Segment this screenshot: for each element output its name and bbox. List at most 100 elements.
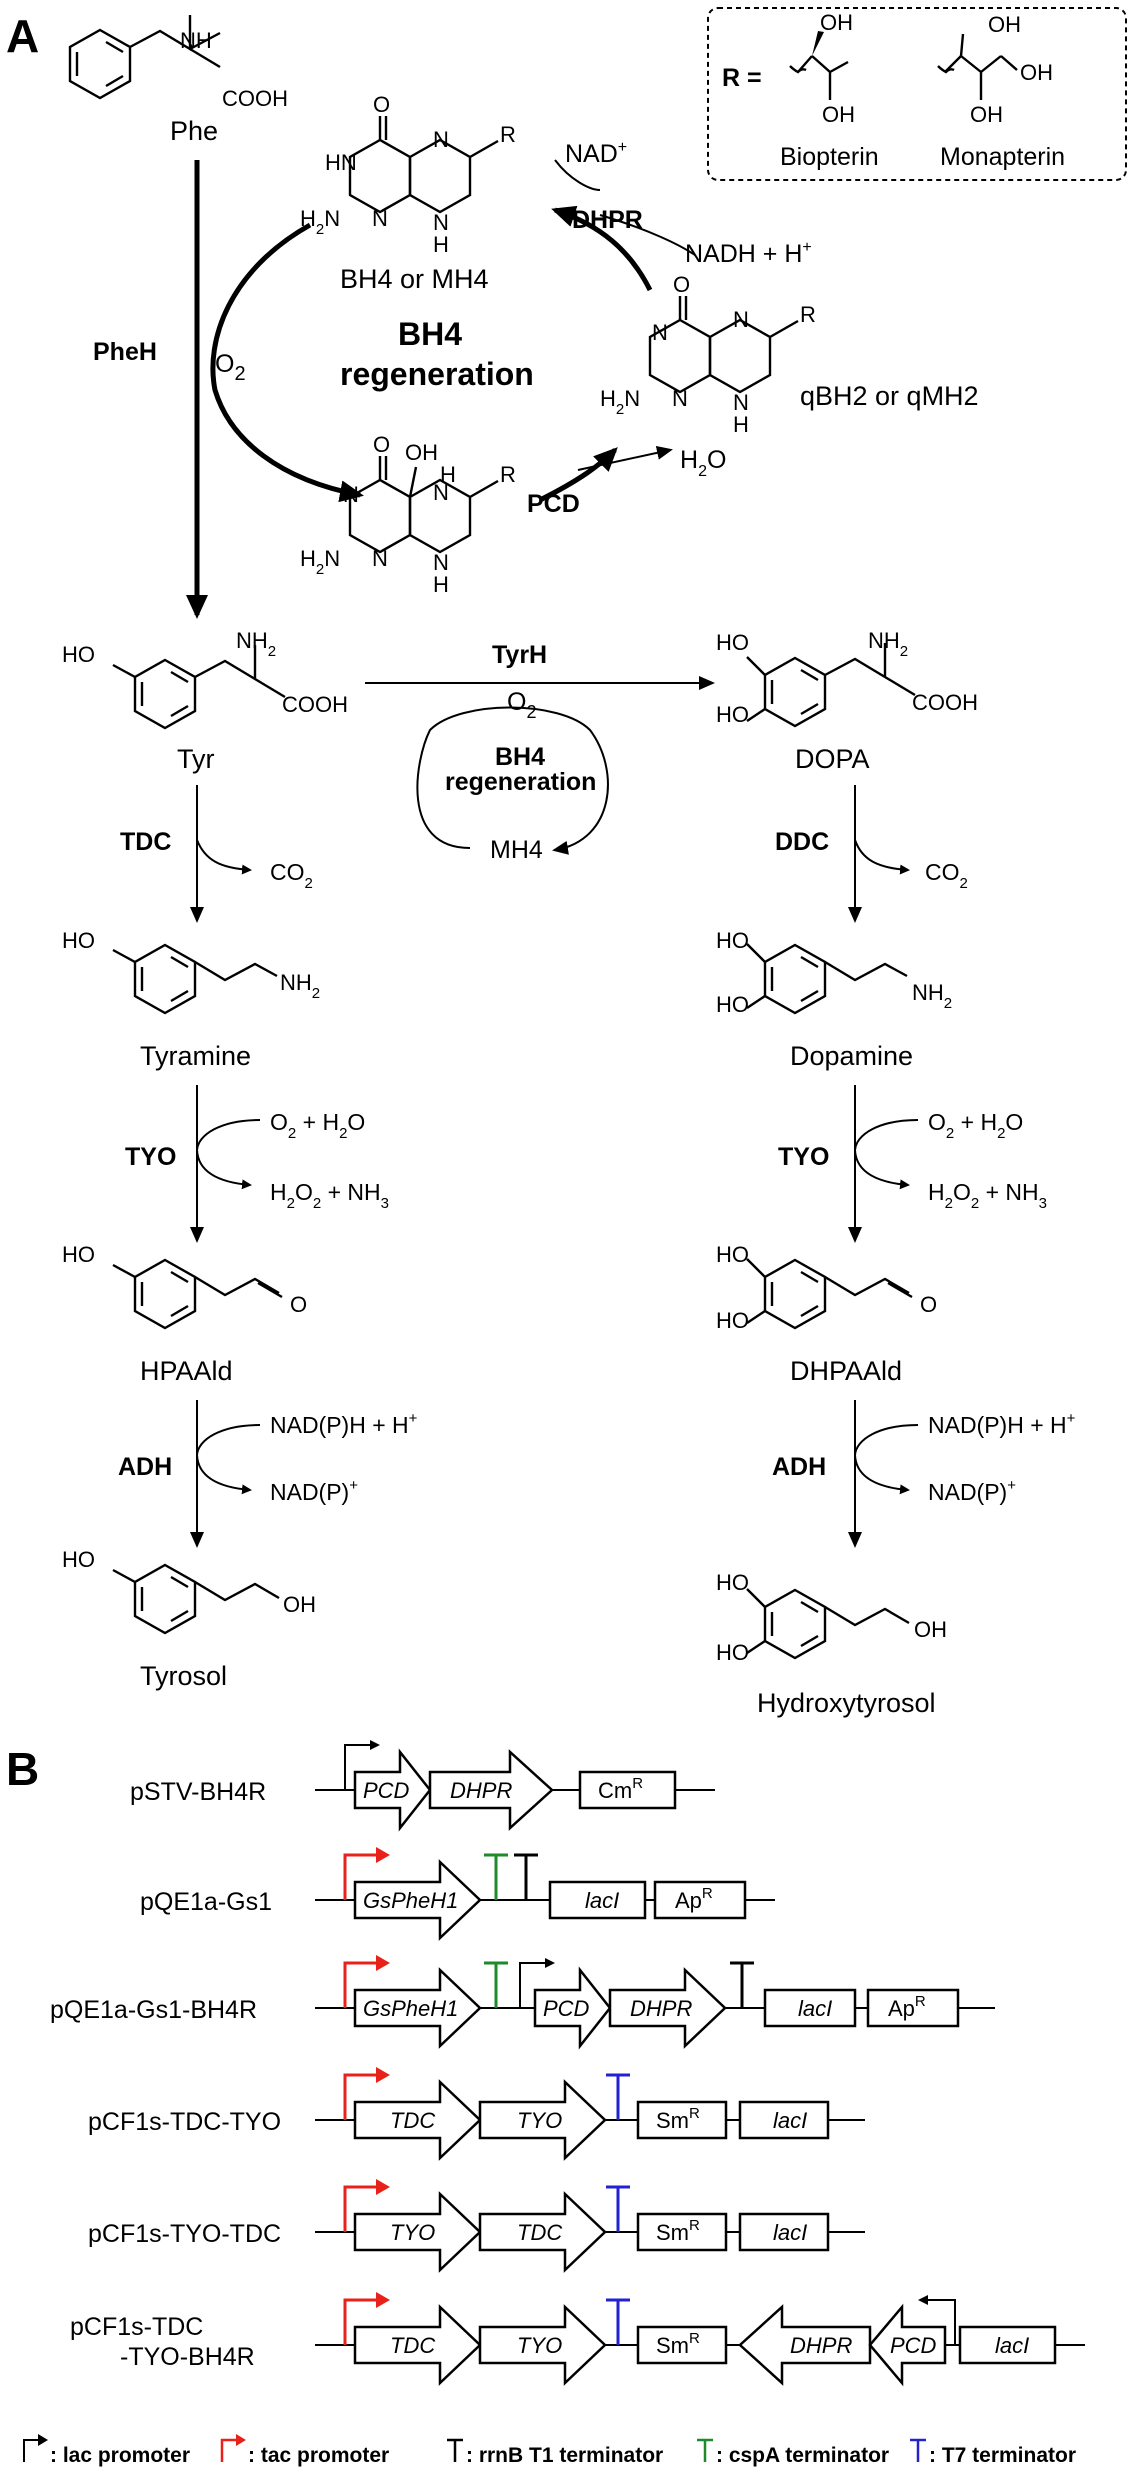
enzyme-tdc: TDC (120, 828, 171, 856)
cofactor-h2o: H2O (680, 446, 726, 480)
svg-text:HO: HO (62, 1547, 95, 1572)
regen-line2-mid: regeneration (445, 768, 596, 796)
enzyme-tyo-left: TYO (125, 1143, 176, 1171)
gene-tyo (353, 2191, 482, 2273)
svg-text:SmR: SmR (656, 2330, 700, 2358)
svg-text:H: H (433, 572, 449, 597)
cofactor-nadp-right: NAD(P)+ (928, 1477, 1016, 1505)
svg-text:COOH: COOH (222, 86, 288, 111)
svg-text:N: N (733, 307, 749, 332)
nad-branch (554, 159, 601, 191)
cspa-terminator-icon (484, 1961, 508, 2008)
svg-text:HO: HO (716, 1640, 749, 1665)
rrnb-terminator-icon (514, 1853, 538, 1900)
panel-label-b: B (6, 1743, 39, 1795)
gene-tyo (478, 2304, 607, 2386)
svg-text:: tac promoter: : tac promoter (248, 2444, 389, 2467)
cofactor-nadph-right: NAD(P)H + H+ (928, 1410, 1076, 1438)
plasmid-name: pCF1s-TDC (70, 2313, 203, 2341)
svg-text:O: O (373, 92, 390, 117)
svg-text:N: N (733, 390, 749, 415)
cofactor-nadp-left: NAD(P)+ (270, 1477, 358, 1505)
legend-rrnb-icon (447, 2438, 463, 2462)
svg-text:H: H (433, 232, 449, 257)
gene-lacl (958, 2325, 1057, 2365)
adh-branch-left (195, 1424, 261, 1495)
svg-text:TYO: TYO (517, 2333, 562, 2358)
svg-text:OH: OH (822, 102, 855, 127)
svg-text:GsPheH1: GsPheH1 (363, 1888, 458, 1913)
gene-ap (653, 1880, 747, 1920)
cofactor-o2-top: O2 (215, 350, 246, 385)
svg-text:OH: OH (988, 12, 1021, 37)
gene-pcd (353, 1748, 432, 1832)
legend-lac-icon (23, 2439, 40, 2462)
plasmid-pcf1s-tdc-tyo: pCF1s-TDC-TYO TDC TYO SmR lacI (88, 2067, 865, 2161)
legend-cspa-icon (697, 2438, 713, 2462)
svg-text:OH: OH (405, 440, 438, 465)
plasmid-pqe1a-gs1: pQE1a-Gs1 GsPheH1 lacI ApR (140, 1847, 775, 1941)
svg-text:HO: HO (716, 992, 749, 1017)
svg-text:: lac promoter: : lac promoter (50, 2444, 190, 2467)
svg-text:O: O (673, 272, 690, 297)
genetic-elements-legend: : lac promoter : tac promoter : rrnB T1 … (23, 2434, 1076, 2467)
gene-pcd (533, 1966, 612, 2050)
svg-text:HO: HO (716, 928, 749, 953)
gene-ap (866, 1988, 960, 2028)
svg-text:PCD: PCD (890, 2333, 937, 2358)
gene-dhpr (428, 1749, 554, 1831)
svg-text:N: N (433, 210, 449, 235)
svg-text:TDC: TDC (390, 2333, 435, 2358)
tyo-branch-left (195, 1119, 261, 1190)
svg-text:N: N (372, 206, 388, 231)
cofactor-nad: NAD+ (565, 139, 627, 168)
svg-text:N: N (372, 546, 388, 571)
enzyme-pheh: PheH (93, 338, 157, 366)
tac-promoter-icon (343, 2185, 378, 2232)
lac-promoter-icon-reverse (918, 2295, 956, 2345)
lac-promoter-icon (519, 1958, 555, 2008)
svg-text:TYO: TYO (517, 2108, 562, 2133)
cofactor-co2-right: CO2 (925, 859, 968, 892)
svg-text:: T7 terminator: : T7 terminator (929, 2444, 1076, 2467)
svg-text:R: R (500, 462, 516, 487)
svg-text:NH2: NH2 (912, 980, 952, 1012)
plasmid-pqe1a-gs1-bh4r: pQE1a-Gs1-BH4R GsPheH1 PCD DHPR lacI ApR (50, 1955, 995, 2050)
gene-tdc (478, 2191, 607, 2273)
svg-text:PCD: PCD (543, 1996, 590, 2021)
regen-line1-top: BH4 (398, 316, 462, 352)
cycle-arrow-left (210, 222, 364, 503)
gene-dhpr (608, 1967, 727, 2049)
svg-text:SmR: SmR (656, 2105, 700, 2133)
svg-text:HO: HO (716, 1308, 749, 1333)
monapterin-label: Monapterin (940, 143, 1065, 171)
dhpaald-structure: HO HO O (716, 1242, 937, 1333)
svg-text:NH: NH (180, 28, 212, 53)
adh-branch-right (853, 1424, 919, 1495)
r-equals-label: R = (722, 64, 762, 92)
svg-text:: cspA terminator: : cspA terminator (716, 2444, 889, 2467)
plasmid-pcf1s-tdc-tyo-bh4r: pCF1s-TDC -TYO-BH4R TDC TYO SmR DHPR PCD… (70, 2292, 1085, 2387)
svg-text:lacI: lacI (585, 1888, 619, 1913)
tac-promoter-icon (343, 1961, 378, 2008)
enzyme-ddc: DDC (775, 828, 829, 856)
monapterin-structure: OH OH OH (937, 12, 1053, 127)
svg-text:O: O (920, 1292, 937, 1317)
cofactor-h2o2nh3-left: H2O2 + NH3 (270, 1179, 389, 1212)
svg-text:TYO: TYO (390, 2220, 435, 2245)
gene-tdc (353, 2304, 482, 2386)
compound-tyrosol: Tyrosol (140, 1661, 227, 1691)
enzyme-tyrh: TyrH (492, 641, 547, 669)
tyo-branch-right (853, 1119, 919, 1190)
phe-structure: NH COOH (68, 15, 288, 111)
plasmid-name: pQE1a-Gs1-BH4R (50, 1996, 257, 2024)
svg-text:HO: HO (716, 630, 749, 655)
svg-text:lacI: lacI (773, 2108, 807, 2133)
svg-text:OH: OH (914, 1617, 947, 1642)
legend-tac-icon (220, 2438, 238, 2462)
svg-text:NH2: NH2 (868, 628, 908, 660)
compound-tyramine: Tyramine (140, 1041, 251, 1071)
compound-tyr: Tyr (177, 744, 215, 774)
regen-line1-mid: BH4 (495, 743, 545, 771)
svg-text:NH2: NH2 (236, 628, 276, 660)
